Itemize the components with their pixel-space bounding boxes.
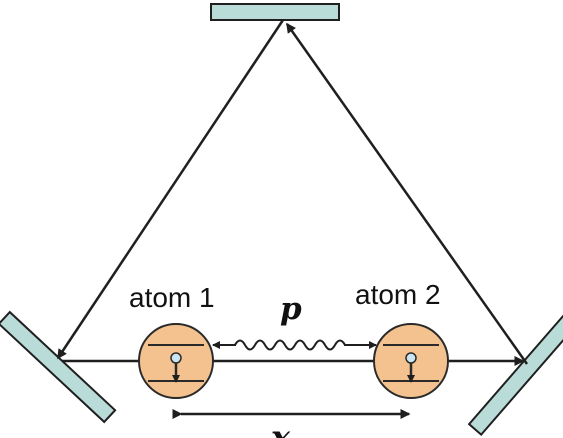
- electron-icon: [170, 352, 182, 364]
- energy-level-icon: [383, 344, 439, 383]
- beam-right-up: [285, 22, 529, 365]
- left-mirror: [0, 310, 117, 424]
- wavy-photon-icon: [234, 339, 346, 351]
- right-mirror: [467, 307, 563, 437]
- beam-left-down: [56, 19, 285, 360]
- momentum-label: p: [280, 291, 302, 327]
- atom-1-label: atom 1: [129, 282, 215, 313]
- atom-2: [373, 323, 449, 399]
- atom-2-label: atom 2: [355, 279, 441, 310]
- electron-icon: [405, 352, 417, 364]
- atom-1: [138, 323, 214, 399]
- energy-level-icon: [148, 344, 204, 383]
- top-mirror: [210, 3, 340, 21]
- separation-label: x: [270, 418, 291, 438]
